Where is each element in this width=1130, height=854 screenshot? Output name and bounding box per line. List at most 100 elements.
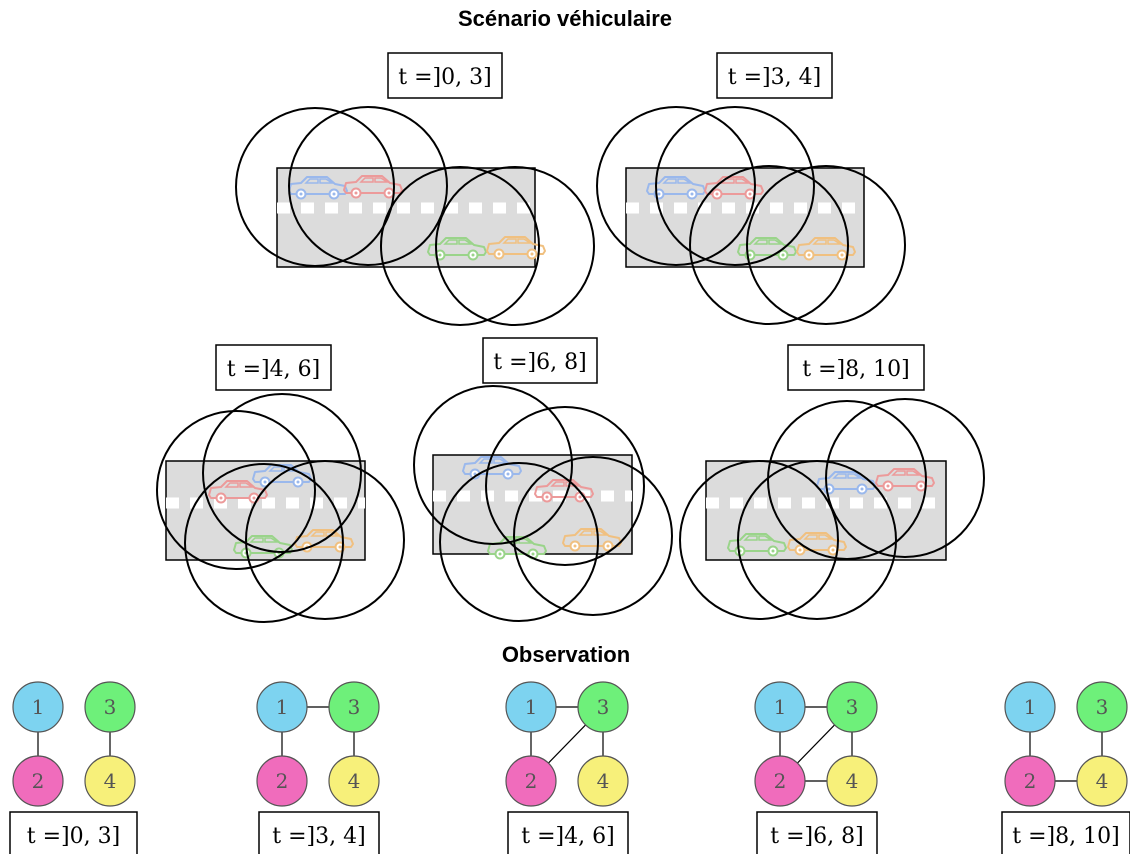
time-label: t =]8, 10]: [1012, 824, 1119, 849]
car-body: [796, 237, 856, 256]
car-hub: [573, 544, 577, 548]
car-body: [727, 533, 787, 552]
car-icon-2: [534, 479, 594, 503]
scenario-title: Scénario véhiculaire: [458, 6, 672, 31]
car-hub: [338, 545, 342, 549]
car-hub: [657, 192, 661, 196]
graph-node-4: [577, 755, 629, 807]
car-window: [310, 531, 341, 537]
car-hub: [748, 192, 752, 196]
car-hub: [296, 480, 300, 484]
car-window: [743, 535, 774, 541]
car-hub: [498, 552, 502, 556]
car-hub: [332, 192, 336, 196]
car-hub: [886, 484, 890, 488]
time-label-box: [215, 344, 332, 391]
car-body: [787, 532, 847, 551]
car-body: [288, 176, 348, 195]
graph-node-label: 3: [1096, 695, 1109, 719]
car-icon-4: [486, 236, 546, 260]
road: [276, 167, 536, 268]
car-hub: [531, 552, 535, 556]
car-hub: [807, 253, 811, 257]
graph-node-label: 2: [774, 769, 787, 793]
car-hub: [438, 253, 442, 257]
graph-node-label: 1: [276, 695, 289, 719]
graph-node-1: [754, 681, 806, 733]
time-label-box: [756, 811, 878, 854]
scenario-panels: t =]0, 3] t =]3, 4] t =]4, 6] t =]6, 8] t =]…: [156, 52, 985, 623]
range-circle: [235, 107, 395, 267]
car-icon-4: [787, 532, 847, 556]
graph-node-label: 3: [846, 695, 859, 719]
graph-node-2: [256, 755, 308, 807]
graph-node-2: [505, 755, 557, 807]
graph-node-3: [1076, 681, 1128, 733]
time-label: t =]0, 3]: [27, 824, 120, 849]
graph-node-label: 1: [32, 695, 45, 719]
graph-node-3: [826, 681, 878, 733]
car-window: [803, 534, 834, 540]
range-circle: [413, 385, 573, 545]
car-hub: [471, 253, 475, 257]
time-label: t =]6, 8]: [493, 350, 586, 375]
range-circle: [202, 393, 362, 553]
car-hub: [919, 484, 923, 488]
scenario-panel-3: t =]6, 8]: [413, 337, 673, 622]
car-body: [208, 480, 268, 499]
time-label: t =]0, 3]: [398, 65, 491, 90]
car-hub: [578, 495, 582, 499]
graph-node-label: 3: [348, 695, 361, 719]
car-icon-4: [796, 237, 856, 261]
car-hub: [252, 496, 256, 500]
graph-node-3: [328, 681, 380, 733]
time-label: t =]4, 6]: [227, 357, 320, 382]
graph-node-label: 4: [348, 769, 361, 793]
car-body: [534, 479, 594, 498]
graph-node-label: 3: [104, 695, 117, 719]
car-window: [304, 178, 335, 184]
range-circle: [746, 165, 906, 325]
graph-node-4: [84, 755, 136, 807]
range-circle: [485, 406, 645, 566]
range-circle: [596, 106, 756, 266]
car-icon-2: [875, 468, 935, 492]
car-hub: [781, 253, 785, 257]
graph-node-1: [1004, 681, 1056, 733]
car-hub: [798, 548, 802, 552]
graph-node-label: 2: [276, 769, 289, 793]
car-hub: [771, 549, 775, 553]
time-label-box: [258, 811, 380, 854]
car-body: [875, 468, 935, 487]
car-hub: [606, 544, 610, 548]
time-label: t =]6, 8]: [770, 824, 863, 849]
car-window: [891, 470, 922, 476]
car-window: [249, 537, 280, 543]
time-label: t =]8, 10]: [802, 357, 909, 382]
range-circle: [767, 400, 927, 560]
car-body: [486, 236, 546, 255]
car-hub: [748, 253, 752, 257]
scenario-panel-1: t =]3, 4]: [596, 52, 906, 325]
car-icon-2: [343, 175, 403, 199]
graph-node-4: [826, 755, 878, 807]
car-body: [562, 528, 622, 547]
graph-node-4: [1076, 755, 1128, 807]
car-icon-3: [727, 533, 787, 557]
range-circle: [655, 106, 815, 266]
car-hub: [831, 548, 835, 552]
graph-node-3: [577, 681, 629, 733]
car-window: [478, 458, 509, 464]
scenario-panel-4: t =]8, 10]: [679, 344, 985, 620]
graph-node-2: [12, 755, 64, 807]
graph-node-1: [12, 681, 64, 733]
graph-node-label: 4: [597, 769, 610, 793]
car-icon-4: [562, 528, 622, 552]
range-circle: [380, 166, 540, 326]
time-label-box: [482, 337, 598, 384]
car-hub: [545, 495, 549, 499]
car-hub: [497, 252, 501, 256]
